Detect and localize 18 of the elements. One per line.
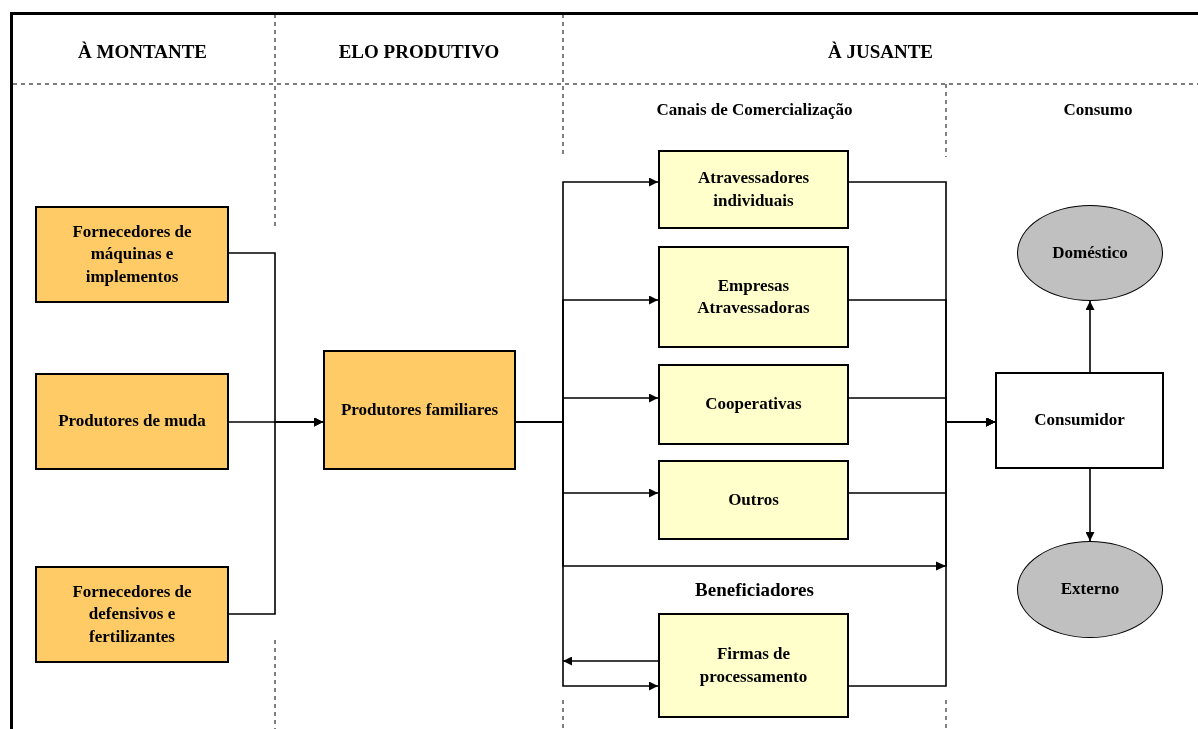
channel-box: Empresas Atravessadoras [658,246,849,348]
process-box: Produtores familiares [323,350,516,470]
column-heading: À JUSANTE [826,40,935,64]
channel-box: Outros [658,460,849,540]
channel-box: Cooperativas [658,364,849,445]
column-heading: À MONTANTE [77,40,208,64]
section-heading: Canais de Comercialização [655,99,854,121]
process-box: Consumidor [995,372,1164,469]
section-heading: Beneficiadores [694,578,815,602]
channel-box: Firmas de processamento [658,613,849,718]
channel-box: Atravessadores individuais [658,150,849,229]
process-box: Fornecedores de defensivos e fertilizantes [35,566,229,663]
market-ellipse: Doméstico [1017,205,1163,301]
column-heading: ELO PRODUTIVO [337,40,501,64]
market-ellipse: Externo [1017,541,1163,638]
process-box: Produtores de muda [35,373,229,470]
section-heading: Consumo [1062,99,1134,121]
process-box: Fornecedores de máquinas e implementos [35,206,229,303]
